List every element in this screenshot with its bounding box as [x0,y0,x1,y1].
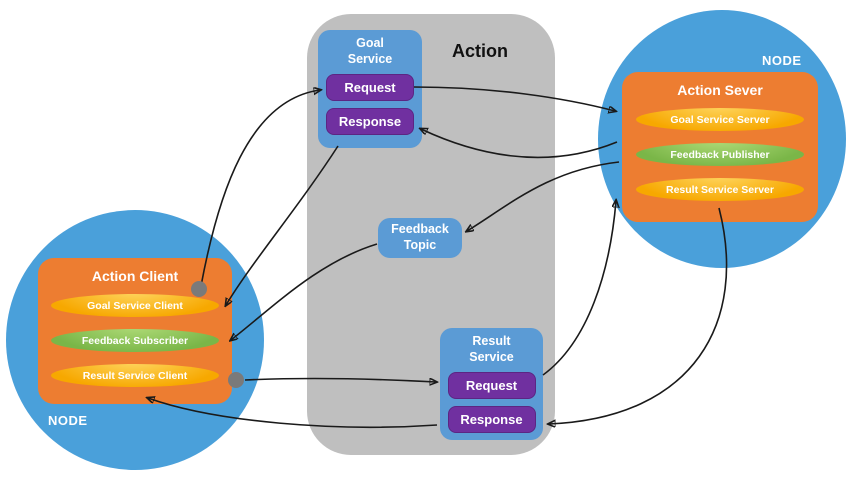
result-request-button: Request [447,372,536,400]
goal-request-button: Request [326,74,414,102]
right-node-label: NODE [762,53,802,68]
action-client-box: Action Client Goal Service Client Feedba… [38,258,232,404]
action-server-box: Action Sever Goal Service Server Feedbac… [622,72,818,222]
goal-response-button: Response [326,108,414,136]
feedback-topic-title: Feedback Topic [391,222,449,252]
goal-service-box: Goal Service Request Response [318,30,422,148]
action-server-title: Action Sever [677,82,763,98]
goal-service-server-pill: Goal Service Server [636,108,804,131]
goal-service-client-pill: Goal Service Client [51,294,219,317]
feedback-topic-box: Feedback Topic [378,218,462,258]
action-panel-title: Action [452,41,508,61]
action-client-title: Action Client [91,268,179,284]
feedback-subscriber-pill: Feedback Subscriber [51,329,219,352]
result-service-server-pill: Result Service Server [636,178,804,201]
result-response-button: Response [447,406,536,434]
feedback-publisher-pill: Feedback Publisher [636,143,804,166]
goal-service-title: Goal Service [347,36,393,66]
result-service-box: Result Service Request Response [440,328,543,440]
result-service-title: Result Service [469,334,514,364]
left-node-label: NODE [48,413,88,428]
result-service-client-pill: Result Service Client [51,364,219,387]
